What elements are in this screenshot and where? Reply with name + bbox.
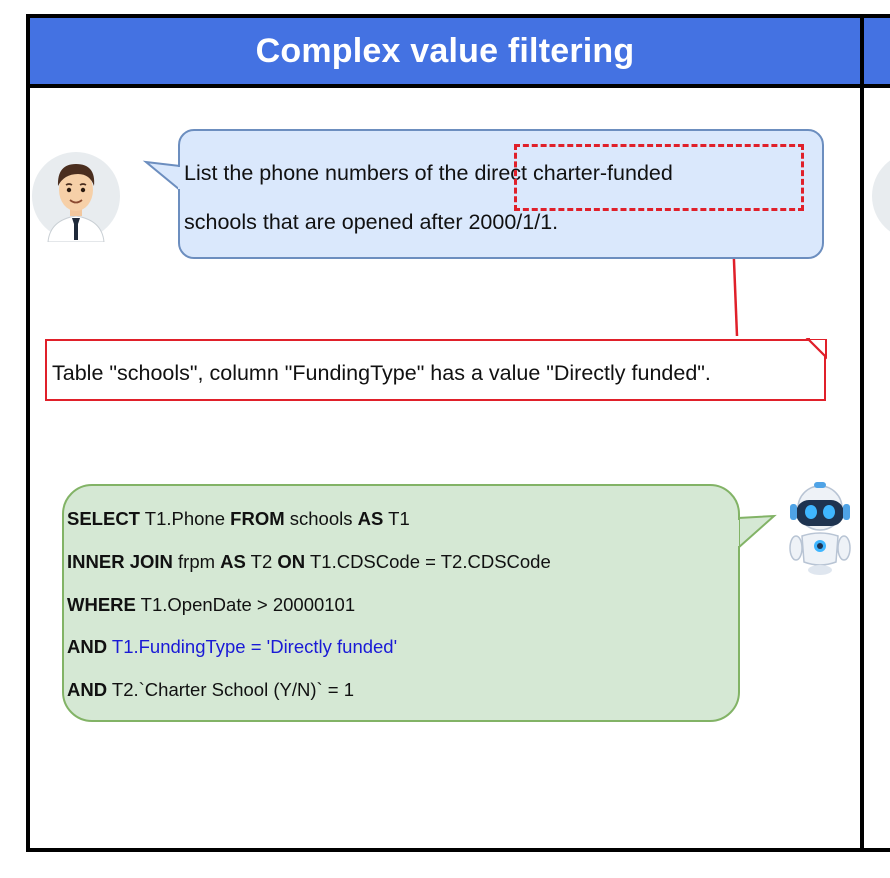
sql-keyword: AS: [220, 551, 246, 572]
sql-keyword: ON: [277, 551, 306, 572]
robot-icon: [789, 482, 851, 575]
sql-bubble: [62, 484, 740, 722]
sql-keyword: SELECT: [67, 508, 140, 529]
panel-title: Complex value filtering: [255, 31, 635, 70]
sql-keyword: AS: [357, 508, 384, 529]
sql-keyword: FROM: [230, 508, 285, 529]
sql-keyword: AND: [67, 636, 108, 657]
panel-header: Complex value filtering: [30, 18, 860, 88]
sql-text: T1.Phone: [139, 508, 231, 529]
sql-line-4: AND T1.FundingType = 'Directly funded': [67, 636, 397, 658]
sql-text: frpm: [172, 551, 221, 572]
next-panel-frame: [860, 14, 890, 852]
question-text-line-2: schools that are opened after 2000/1/1.: [184, 210, 559, 234]
sql-text: T1.CDSCode = T2.CDSCode: [305, 551, 551, 572]
sql-text: T2.`Charter School (Y/N)` = 1: [107, 679, 355, 700]
sql-keyword: AND: [67, 679, 108, 700]
sql-text: T2: [245, 551, 278, 572]
sql-text: T1: [383, 508, 410, 529]
next-panel-header: [864, 18, 890, 88]
sql-line-1: SELECT T1.Phone FROM schools AS T1: [67, 508, 410, 530]
question-highlight-box: [514, 144, 804, 211]
sql-text: schools: [284, 508, 358, 529]
sql-keyword: INNER JOIN: [67, 551, 173, 572]
sql-text: T1.OpenDate > 20000101: [135, 594, 356, 615]
value-note-text: Table "schools", column "FundingType" ha…: [52, 361, 711, 385]
sql-keyword: WHERE: [67, 594, 136, 615]
question-text-line-1: List the phone numbers of the direct cha…: [184, 161, 673, 185]
sql-line-5: AND T2.`Charter School (Y/N)` = 1: [67, 679, 354, 701]
value-note: [45, 339, 826, 401]
user-avatar-icon: [32, 152, 120, 242]
question-bubble: [178, 129, 824, 259]
sql-line-2: INNER JOIN frpm AS T2 ON T1.CDSCode = T2…: [67, 551, 551, 573]
sql-highlighted-condition: T1.FundingType = 'Directly funded': [107, 636, 398, 657]
next-panel-avatar-icon: [870, 150, 890, 242]
sql-line-3: WHERE T1.OpenDate > 20000101: [67, 594, 355, 616]
